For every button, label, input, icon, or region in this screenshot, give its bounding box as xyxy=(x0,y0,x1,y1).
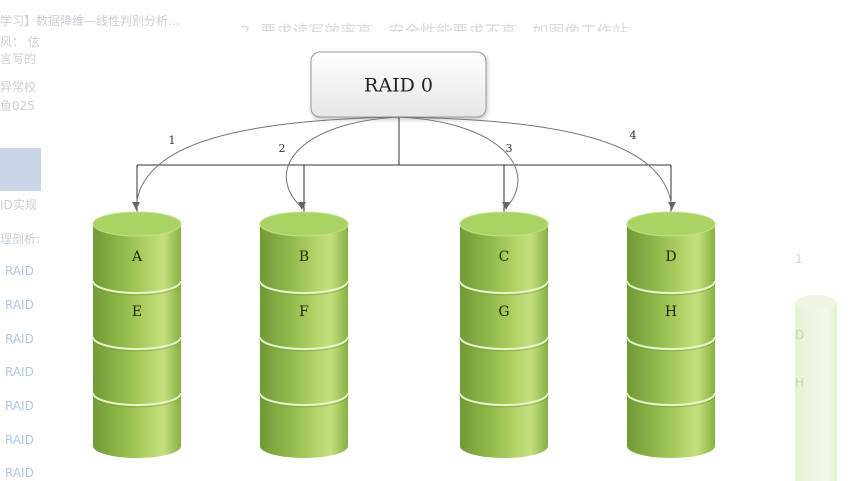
disk-segment-divider xyxy=(626,336,716,350)
disk-segment-divider xyxy=(259,280,349,294)
disk-segment-shadow xyxy=(459,282,549,296)
ghost-text: H xyxy=(795,376,805,390)
disk-segment-shadow xyxy=(626,338,716,352)
sidebar-link-raid[interactable]: RAID xyxy=(5,433,34,447)
raid-controller-label: RAID 0 xyxy=(364,75,433,97)
connector-number: 3 xyxy=(506,142,513,155)
disk-cylinder: BF xyxy=(259,211,349,458)
disk-top xyxy=(92,211,182,237)
disk-body xyxy=(93,224,181,458)
sidebar-text-row: 鱼025 xyxy=(0,99,35,113)
sidebar-text-row: 学习】数据降维—线性判别分析… xyxy=(0,14,181,28)
sidebar-link-raid[interactable]: RAID xyxy=(5,264,34,278)
disk-block-label: D xyxy=(665,249,676,265)
disk-segment-divider xyxy=(626,392,716,406)
disk-segment-divider xyxy=(459,280,549,294)
disk-block-label: E xyxy=(132,304,142,320)
sidebar-text-row: 言写的 xyxy=(0,52,37,66)
disk-block-label: A xyxy=(131,249,143,265)
stripe-arrow xyxy=(398,116,673,209)
disk-segment-divider xyxy=(92,336,182,350)
disk-block-label: H xyxy=(665,304,677,320)
connector-number: 2 xyxy=(279,142,286,155)
sidebar-text-row: ID实规 xyxy=(0,198,37,212)
sidebar-highlight xyxy=(0,148,41,191)
background-sidebar: 学习】数据降维—线性判别分析… 风： 伭 言写的 异常校 鱼025 ID实规 理… xyxy=(0,0,180,481)
connector-number: 1 xyxy=(169,134,176,147)
disk-segment-divider xyxy=(459,336,549,350)
disk-top xyxy=(259,211,349,237)
disk-segment-divider xyxy=(259,392,349,406)
disk-segment-shadow xyxy=(92,282,182,296)
disk-body xyxy=(260,224,348,458)
sidebar-link-raid[interactable]: RAID xyxy=(5,332,34,346)
disk-top xyxy=(626,211,716,237)
arrowhead xyxy=(668,202,676,210)
disk-segment-shadow xyxy=(626,282,716,296)
disk-block-label: B xyxy=(299,249,309,265)
sidebar-link-raid[interactable]: RAID xyxy=(5,399,34,413)
arrowhead xyxy=(132,202,140,210)
disk-body xyxy=(627,224,715,458)
ghost-text: D xyxy=(795,328,805,342)
disk-cylinder: CG xyxy=(459,211,549,458)
disk-block-label: C xyxy=(499,249,510,265)
disk-segment-shadow xyxy=(92,338,182,352)
disk-block-label: F xyxy=(299,304,309,320)
stripe-arrow xyxy=(398,116,519,209)
ghost-text: 1 xyxy=(795,252,803,266)
disk-segment-divider xyxy=(92,392,182,406)
stripe-arrow xyxy=(135,116,400,209)
stripe-arrow xyxy=(285,116,400,209)
sidebar-text-row: 理剖析: xyxy=(0,232,41,246)
sidebar-text-row: 风： 伭 xyxy=(0,35,40,49)
disk-segment-shadow xyxy=(626,394,716,408)
disk-cylinder: AE xyxy=(92,211,182,458)
sidebar-link-raid[interactable]: RAID xyxy=(5,298,34,312)
connector-number: 4 xyxy=(630,129,637,142)
disk-segment-divider xyxy=(626,280,716,294)
sidebar-link-raid[interactable]: RAID xyxy=(5,365,34,379)
disk-segment-shadow xyxy=(92,394,182,408)
disk-segment-divider xyxy=(259,336,349,350)
disk-segment-divider xyxy=(92,280,182,294)
disk-segment-shadow xyxy=(459,338,549,352)
disk-top xyxy=(459,211,549,237)
disk-segment-shadow xyxy=(259,338,349,352)
disk-segment-divider xyxy=(459,392,549,406)
disk-block-label: G xyxy=(498,304,509,320)
disk-segment-shadow xyxy=(259,282,349,296)
disk-segment-shadow xyxy=(259,394,349,408)
disk-segment-shadow xyxy=(459,394,549,408)
arrowhead xyxy=(298,202,306,210)
disk-body xyxy=(460,224,548,458)
sidebar-link-raid[interactable]: RAID xyxy=(5,466,34,480)
background-caption: 2. 要求读写效率高，安全性能要求不高，如图像工作站 xyxy=(240,22,629,32)
disk-cylinder: DH xyxy=(626,211,716,458)
arrowhead xyxy=(502,202,510,210)
sidebar-text-row: 异常校 xyxy=(0,80,37,94)
